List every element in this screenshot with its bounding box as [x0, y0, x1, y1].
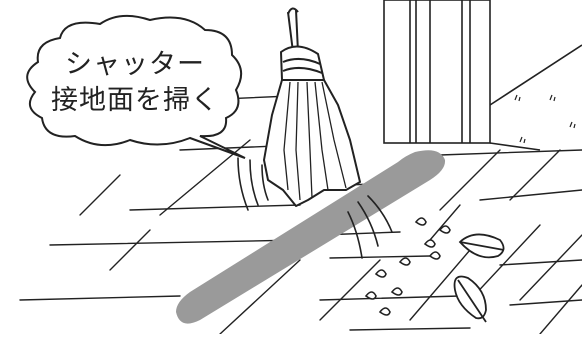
speech-bubble-line-1: シャッター	[65, 49, 205, 80]
broom-icon	[263, 7, 361, 207]
speech-bubble-icon	[26, 14, 246, 159]
shutter-door-icon	[383, 0, 582, 151]
speech-bubble-line-2: 接地面を掃く	[51, 85, 219, 116]
motion-lines-left	[237, 157, 269, 211]
leaf-icon	[453, 233, 505, 323]
grass-marks	[514, 94, 576, 144]
leaf-icon	[364, 217, 451, 316]
sweep-path	[176, 150, 446, 324]
motion-lines-right	[347, 195, 393, 259]
